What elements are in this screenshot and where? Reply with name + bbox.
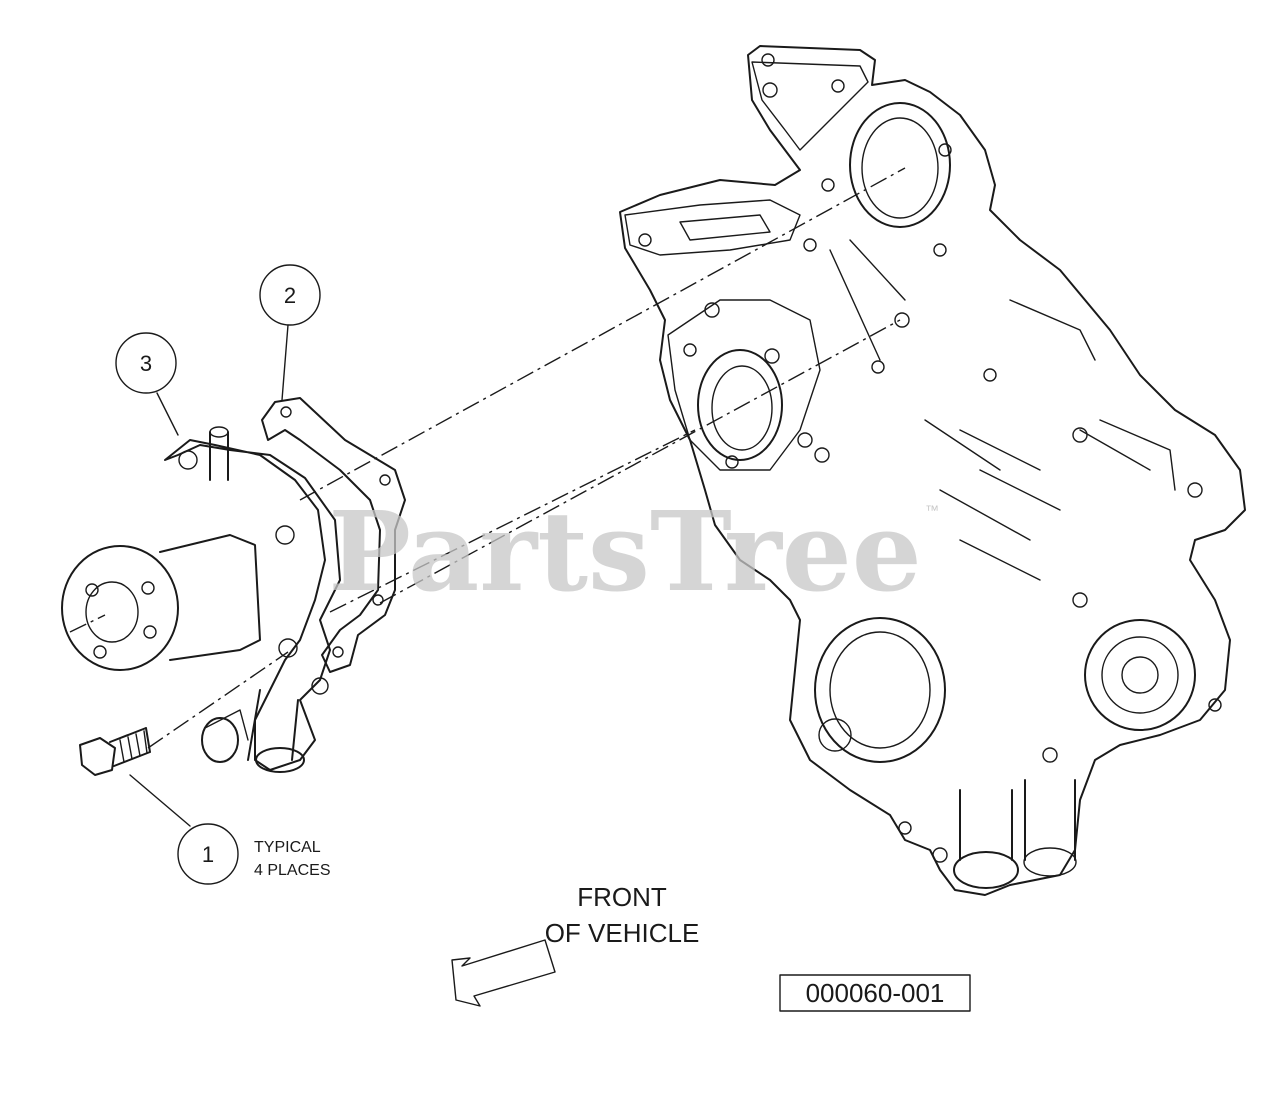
callout-1: 1 (177, 823, 239, 885)
callout-leaders (129, 324, 289, 827)
water-pump (61, 426, 341, 773)
gear-case-housing (619, 45, 1246, 896)
watermark: PartsTree (328, 487, 922, 616)
note-places: 4 PLACES (254, 862, 330, 879)
reference-number-box: 000060-001 (779, 974, 971, 1012)
assembly-center-lines (69, 167, 906, 749)
bolt (79, 727, 151, 776)
note-typical: TYPICAL (254, 839, 321, 856)
callout-1-number: 1 (202, 842, 214, 867)
watermark-trademark: ™ (925, 502, 939, 518)
front-direction-arrow-icon (451, 939, 556, 1007)
gasket (261, 397, 406, 673)
front-label-line1: FRONT (577, 882, 667, 912)
front-label-line2: OF VEHICLE (545, 918, 700, 948)
callout-3: 3 (115, 332, 177, 394)
reference-number: 000060-001 (806, 978, 945, 1008)
callout-2-number: 2 (284, 283, 296, 308)
callout-2: 2 (259, 264, 321, 326)
callout-3-number: 3 (140, 351, 152, 376)
